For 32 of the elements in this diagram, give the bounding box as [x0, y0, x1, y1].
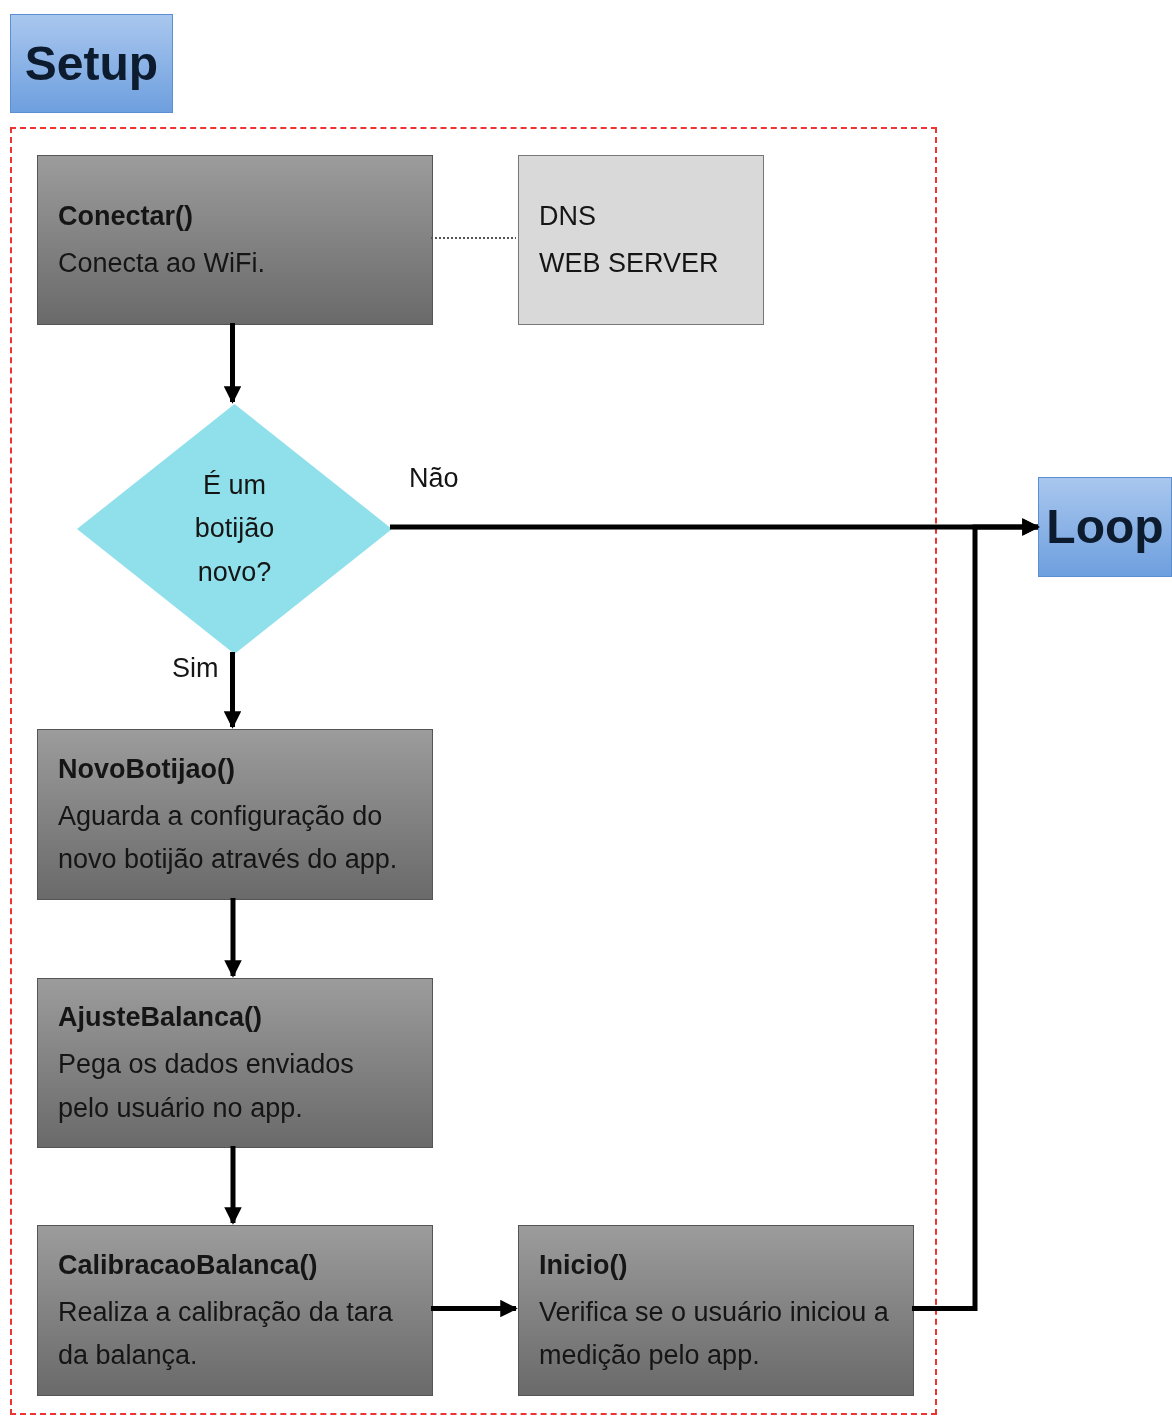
description-text: Conecta ao WiFi. — [58, 247, 267, 280]
title-text: Setup — [24, 35, 159, 92]
decision-diamond — [77, 404, 392, 654]
dashed-frame — [10, 127, 937, 1415]
description-text: Aguarda a configuração do novo botijão através do app. — [58, 799, 399, 877]
function-name: Inicio() — [539, 1248, 629, 1282]
function-name: NovoBotijao() — [58, 752, 236, 786]
process-box — [37, 978, 433, 1148]
decision-text: É um botijão novo? — [193, 469, 276, 589]
title-box — [1038, 477, 1172, 577]
process-box — [37, 155, 433, 325]
dotted-connector — [430, 237, 517, 239]
function-name: AjusteBalanca() — [58, 1001, 264, 1035]
info-box — [518, 155, 764, 325]
arrow — [223, 652, 242, 729]
list-item: DNS — [539, 199, 597, 233]
arrow — [431, 1299, 518, 1318]
function-name: CalibracaoBalanca() — [58, 1248, 319, 1282]
process-box — [37, 1225, 433, 1396]
list-item: WEB SERVER — [539, 247, 720, 280]
function-name: Conectar() — [58, 199, 194, 233]
arrow — [223, 323, 242, 404]
description-text: Realiza a calibração da tara da balança. — [58, 1295, 394, 1373]
description-text: Verifica se o usuário iniciou a medição pelo app. — [539, 1295, 890, 1373]
description-text: Pega os dados enviados pelo usuário no app. — [58, 1048, 355, 1125]
title-box — [10, 14, 173, 113]
arrow — [224, 898, 242, 978]
arrow — [912, 518, 1040, 1311]
process-box — [518, 1225, 914, 1396]
process-box — [37, 729, 433, 900]
title-text: Loop — [1046, 499, 1164, 555]
arrow — [224, 1146, 242, 1225]
